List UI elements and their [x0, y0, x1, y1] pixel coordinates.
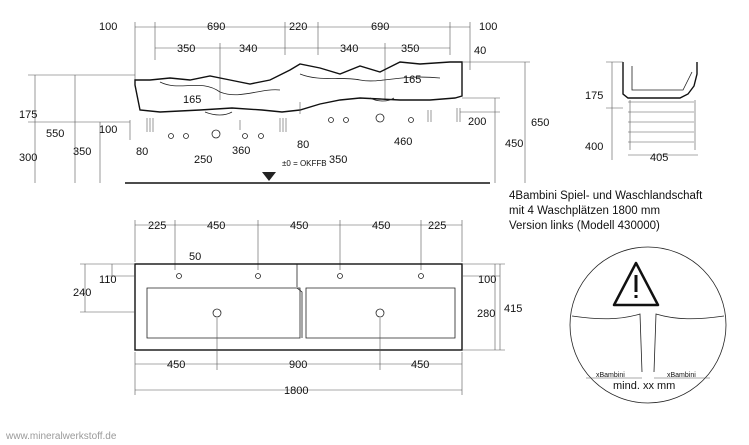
dim-front-100-left: 100 [99, 21, 117, 33]
dim-front-165-right: 165 [403, 74, 421, 86]
dim-plan-450-b: 450 [290, 220, 308, 232]
dim-front-175: 175 [19, 109, 37, 121]
xbambini-left-label: xBambini [596, 372, 625, 379]
dim-plan-1800: 1800 [284, 385, 308, 397]
okffb-label: ±0 = OKFFB [282, 159, 327, 168]
gap-label: mind. xx mm [613, 380, 676, 392]
dim-front-340-b: 340 [340, 43, 358, 55]
dim-side-405: 405 [650, 152, 668, 164]
dim-plan-280: 280 [477, 308, 495, 320]
dim-front-690-right: 690 [371, 21, 389, 33]
dim-front-80-right: 80 [297, 139, 309, 151]
dim-front-220: 220 [289, 21, 307, 33]
dim-front-460: 460 [394, 136, 412, 148]
dim-side-175: 175 [585, 90, 603, 102]
gap-detail [569, 246, 727, 404]
dim-front-360: 360 [232, 145, 250, 157]
dim-front-80-left: 80 [136, 146, 148, 158]
dim-plan-240: 240 [73, 287, 91, 299]
dim-plan-100: 100 [478, 274, 496, 286]
dim-plan-50: 50 [189, 251, 201, 263]
dim-plan-450-a: 450 [207, 220, 225, 232]
dim-front-165-left: 165 [183, 94, 201, 106]
plan-view: 225 450 450 450 225 50 110 2 [73, 220, 522, 397]
dim-front-40: 40 [474, 45, 486, 57]
front-elevation: 100 690 220 690 100 350 340 340 350 40 [19, 21, 549, 184]
dim-plan-415: 415 [504, 303, 522, 315]
dim-plan-110: 110 [99, 274, 117, 286]
dim-plan-900: 900 [289, 359, 307, 371]
dim-front-100: 100 [99, 124, 117, 136]
product-description: 4Bambini Spiel- und Waschlandschaft mit … [509, 189, 702, 234]
dim-front-690-left: 690 [207, 21, 225, 33]
dim-front-350-b: 350 [401, 43, 419, 55]
floor-marker-icon [262, 172, 276, 181]
dim-front-550: 550 [46, 128, 64, 140]
dim-front-350-a: 350 [177, 43, 195, 55]
dim-front-250: 250 [194, 154, 212, 166]
side-elevation: 175 400 405 [585, 61, 698, 164]
dim-plan-225-right: 225 [428, 220, 446, 232]
dim-front-450: 450 [505, 138, 523, 150]
dim-plan-450-c: 450 [372, 220, 390, 232]
description-line-1: 4Bambini Spiel- und Waschlandschaft [509, 190, 703, 202]
dim-plan-450-bottom-left: 450 [167, 359, 185, 371]
footer-url: www.mineralwerkstoff.de [6, 431, 117, 442]
dim-plan-225-left: 225 [148, 220, 166, 232]
dim-front-350-left: 350 [73, 146, 91, 158]
dim-front-650: 650 [531, 117, 549, 129]
dim-front-200: 200 [468, 116, 486, 128]
dim-plan-450-bottom-right: 450 [411, 359, 429, 371]
xbambini-right-label: xBambini [667, 372, 696, 379]
description-line-3: Version links (Modell 430000) [509, 220, 660, 232]
dim-front-100-right: 100 [479, 21, 497, 33]
dim-front-340-a: 340 [239, 43, 257, 55]
dim-front-300: 300 [19, 152, 37, 164]
dim-front-350-right: 350 [329, 154, 347, 166]
description-line-2: mit 4 Waschplätzen 1800 mm [509, 205, 661, 217]
dim-side-400: 400 [585, 141, 603, 153]
